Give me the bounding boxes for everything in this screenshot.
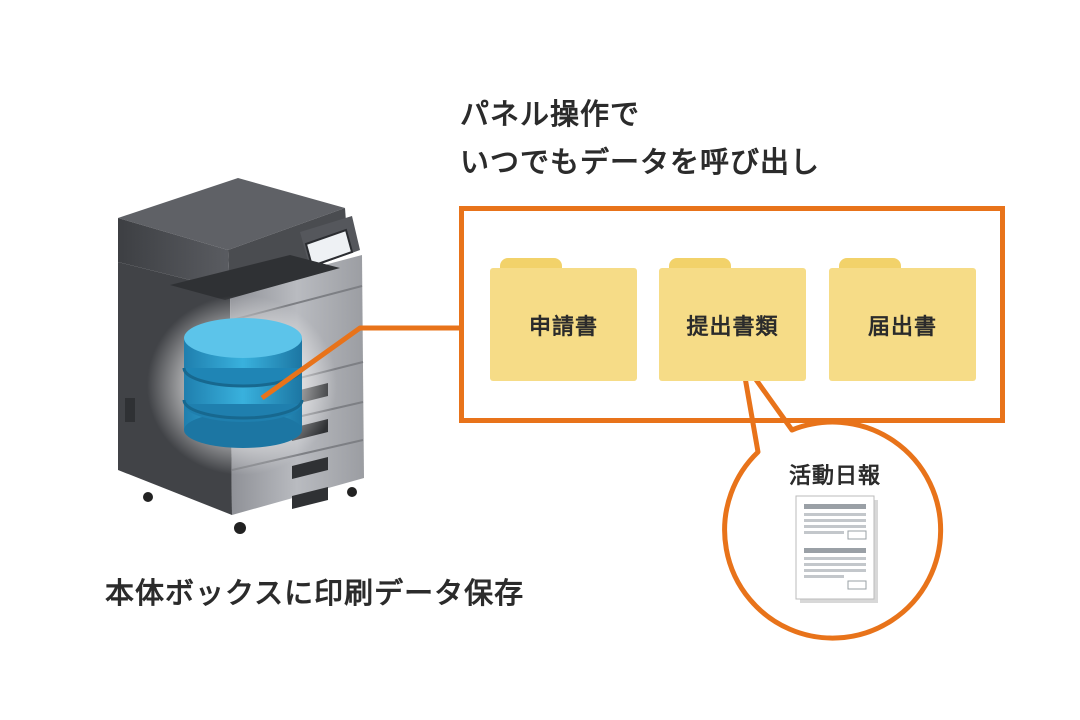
database-icon (182, 318, 304, 448)
folder-panel (459, 206, 1005, 423)
caption: 本体ボックスに印刷データ保存 (105, 576, 525, 610)
folder-application: 申請書 (490, 258, 637, 381)
document-icon (795, 495, 878, 603)
folder-label: 届出書 (829, 268, 976, 381)
heading-line-1: パネル操作で (460, 97, 641, 131)
folder-notification: 届出書 (829, 258, 976, 381)
folder-label: 提出書類 (659, 268, 806, 381)
folder-label: 申請書 (490, 268, 637, 381)
bubble-label: 活動日報 (788, 464, 881, 489)
connector-line (260, 325, 459, 401)
heading-line-2: いつでもデータを呼び出し (460, 145, 821, 179)
folder-submission-documents: 提出書類 (659, 258, 806, 381)
heading: パネル操作で いつでもデータを呼び出し (460, 90, 820, 186)
